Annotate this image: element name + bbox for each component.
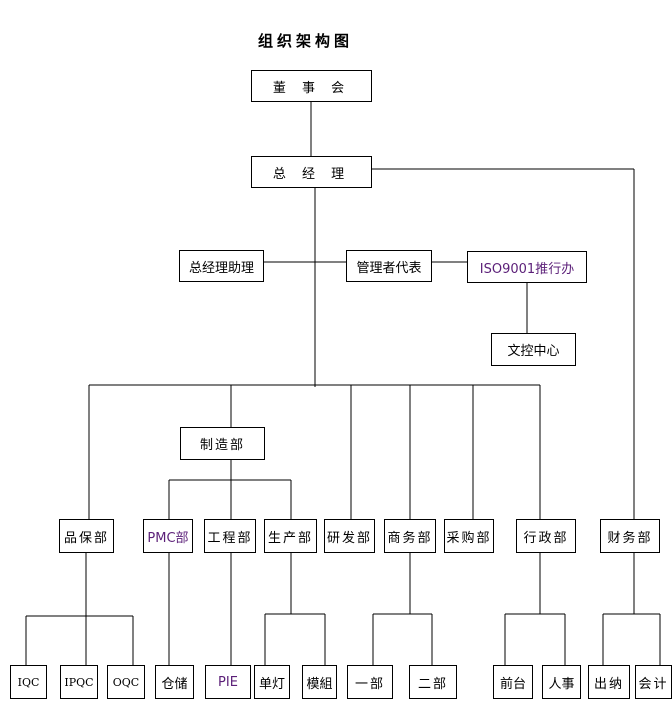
node-oqc: OQC (107, 665, 145, 699)
node-engineering: 工程部 (204, 519, 256, 553)
node-purchasing: 采购部 (444, 519, 494, 553)
chart-title: 组织架构图 (258, 32, 354, 50)
node-reception: 前台 (493, 665, 533, 699)
node-pmc: PMC部 (143, 519, 193, 553)
node-dept-one: 一部 (347, 665, 393, 699)
node-single-lamp: 单灯 (254, 665, 290, 699)
node-rnd: 研发部 (324, 519, 375, 553)
node-production: 生产部 (264, 519, 317, 553)
node-general-manager: 总 经 理 (251, 156, 372, 188)
node-pie: PIE (205, 665, 251, 699)
node-iqc: IQC (10, 665, 47, 699)
node-human-resources: 人事 (542, 665, 581, 699)
node-cashier: 出纳 (588, 665, 630, 699)
node-finance: 财务部 (600, 519, 660, 553)
node-quality-assurance: 品保部 (59, 519, 114, 553)
node-business: 商务部 (384, 519, 436, 553)
node-accounting: 会计 (635, 665, 672, 699)
node-board: 董 事 会 (251, 70, 372, 102)
node-document-control: 文控中心 (491, 333, 576, 366)
node-module: 模組 (302, 665, 337, 699)
node-warehouse: 仓储 (155, 665, 194, 699)
node-administration: 行政部 (516, 519, 576, 553)
node-manufacturing: 制造部 (180, 427, 265, 460)
node-dept-two: 二部 (409, 665, 457, 699)
node-ipqc: IPQC (60, 665, 98, 699)
node-gm-assistant: 总经理助理 (179, 250, 264, 282)
node-iso9001-office: ISO9001推行办 (467, 251, 587, 283)
node-management-representative: 管理者代表 (346, 250, 432, 282)
